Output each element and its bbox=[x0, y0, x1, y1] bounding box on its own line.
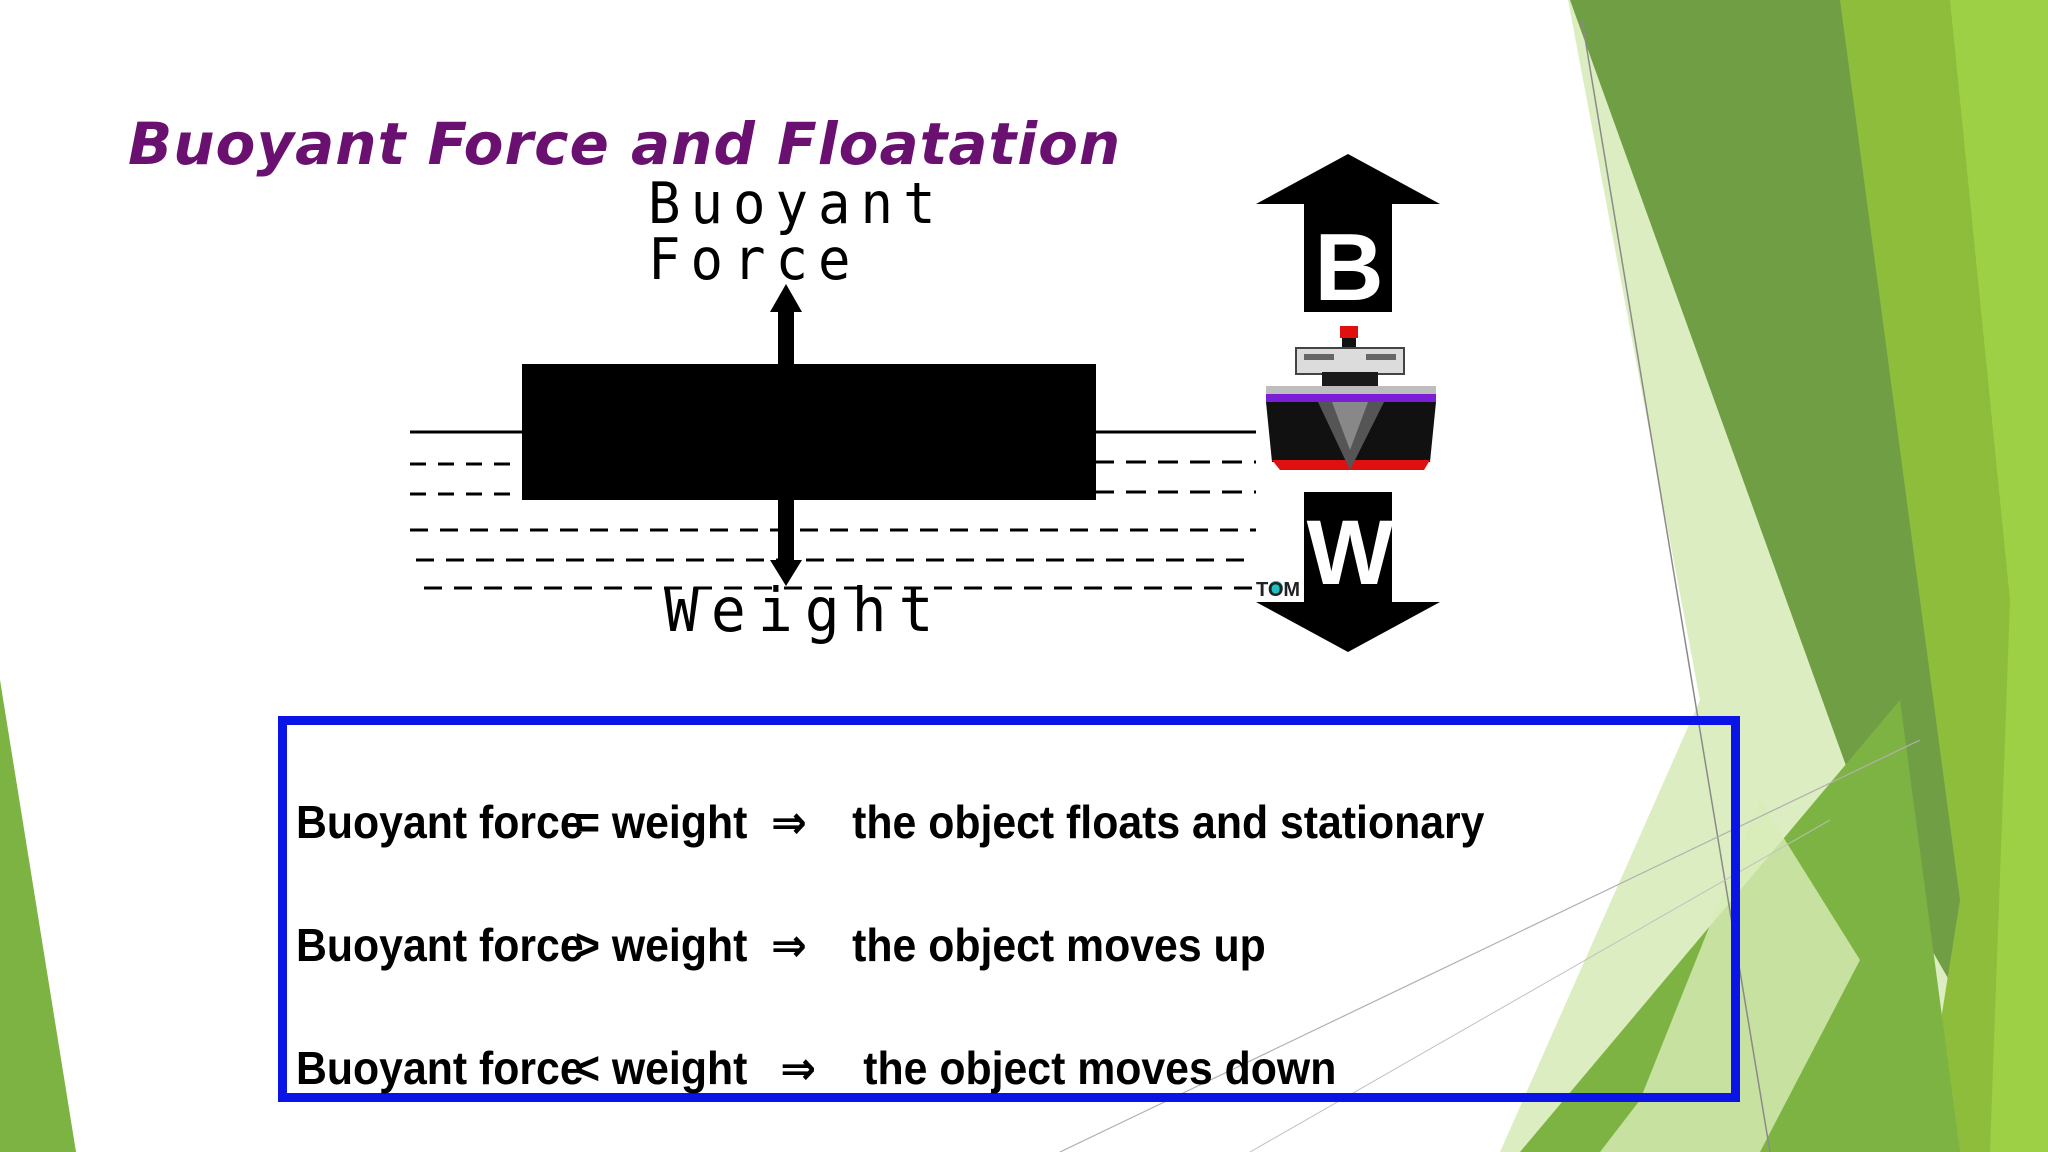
watermark-dot-icon bbox=[1269, 581, 1283, 595]
implies-icon: ⇒ bbox=[780, 1041, 817, 1095]
thin-line-2 bbox=[1059, 739, 1921, 1152]
up-arrow-b-icon bbox=[1256, 154, 1440, 312]
implies-icon: ⇒ bbox=[770, 918, 807, 972]
rules-box bbox=[278, 716, 1740, 1102]
bottom-light-wedge bbox=[1600, 800, 1860, 1152]
rule-relation: = weight bbox=[575, 796, 748, 848]
rule-row-greater: Buoyant force > weight ⇒ the object move… bbox=[296, 915, 1266, 975]
rule-result: the object floats and stationary bbox=[852, 796, 1485, 848]
rule-row-equal: Buoyant force = weight ⇒ the object floa… bbox=[296, 792, 1484, 852]
rule-result: the object moves up bbox=[852, 919, 1266, 971]
weight-arrow-head bbox=[770, 560, 802, 586]
weight-arrow-shaft bbox=[778, 498, 794, 562]
rule-row-less: Buoyant force < weight ⇒ the object move… bbox=[296, 1038, 1336, 1098]
up-arrow-letter: B bbox=[1314, 214, 1383, 321]
down-arrow-letter: W bbox=[1307, 502, 1394, 604]
slide-title: Buoyant Force and Floatation bbox=[128, 110, 1122, 178]
right-green-panel-bright bbox=[1950, 0, 2048, 1152]
down-arrow-w-icon bbox=[1256, 492, 1440, 652]
floating-block bbox=[522, 364, 1096, 500]
buoyant-force-label-line1: Buoyant bbox=[648, 170, 946, 237]
ship-icon bbox=[1266, 326, 1436, 470]
left-green-shape bbox=[0, 680, 76, 1152]
buoyant-arrow-shaft bbox=[778, 300, 794, 366]
rule-relation: > weight bbox=[575, 919, 748, 971]
weight-label: Weight bbox=[664, 574, 946, 646]
rule-subject: Buoyant force bbox=[296, 919, 584, 971]
rule-relation: < weight bbox=[575, 1042, 748, 1094]
rule-subject: Buoyant force bbox=[296, 796, 584, 848]
buoyant-force-label-line2: Force bbox=[648, 226, 861, 293]
rule-subject: Buoyant force bbox=[296, 1042, 584, 1094]
rule-result: the object moves down bbox=[863, 1042, 1337, 1094]
implies-icon: ⇒ bbox=[770, 795, 807, 849]
buoyant-arrow-head bbox=[770, 284, 802, 312]
watermark-text: TOM bbox=[1256, 579, 1300, 601]
